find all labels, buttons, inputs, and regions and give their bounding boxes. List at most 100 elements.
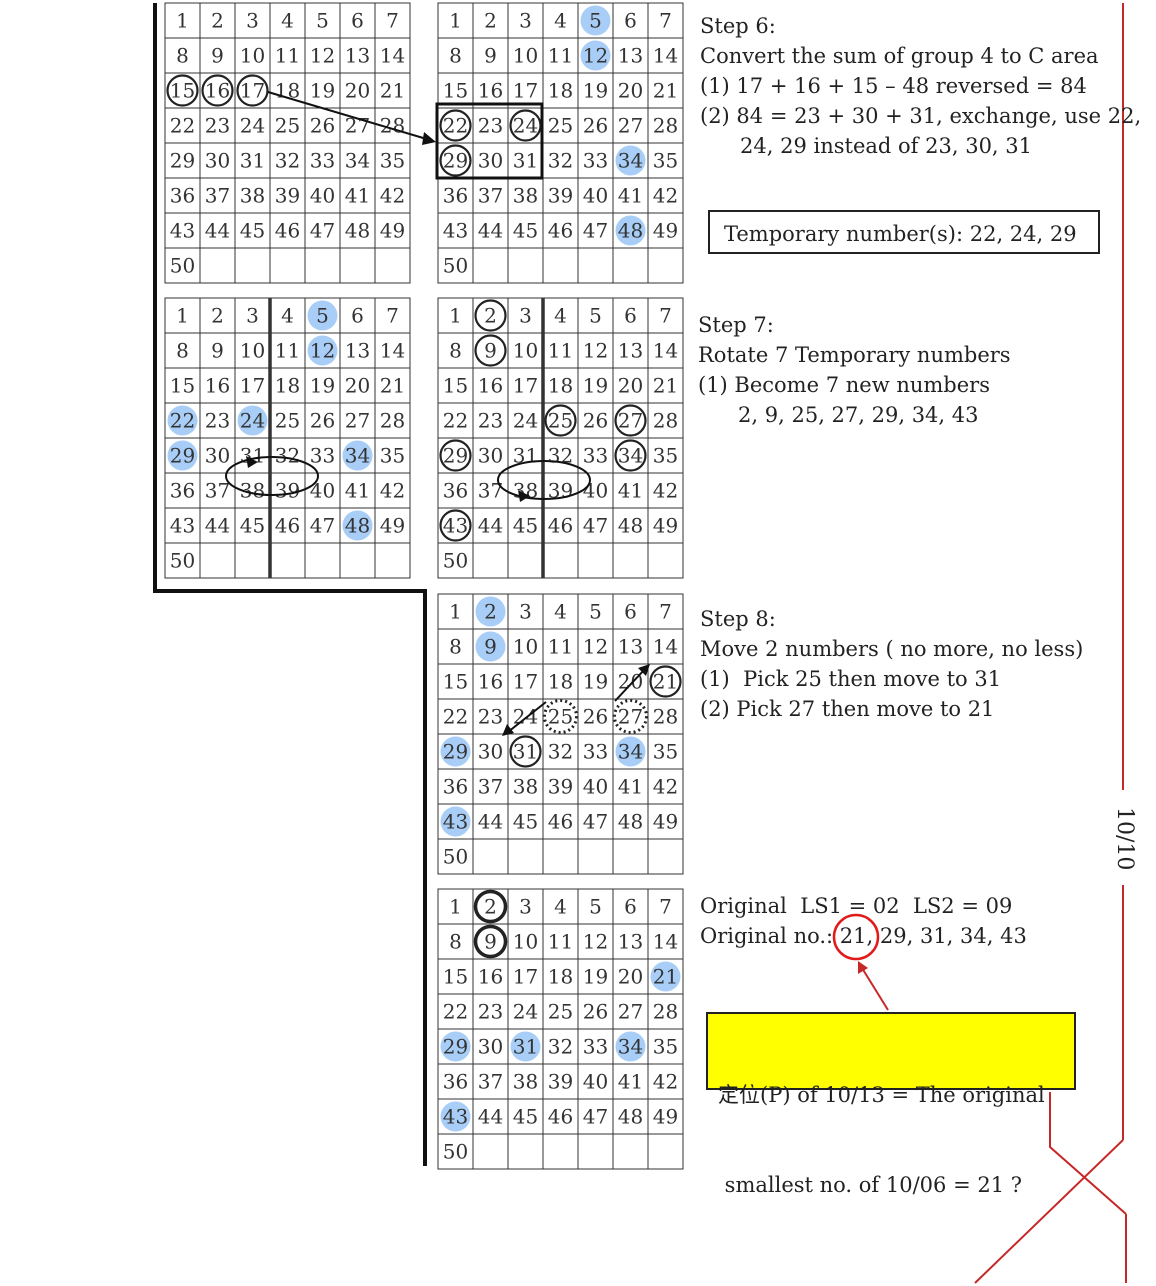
- dotted-circle-marker: [613, 699, 648, 734]
- grid-number: 47: [583, 514, 608, 538]
- filled-marker: [580, 40, 611, 71]
- grid-number: 28: [380, 409, 405, 433]
- step7-line-1: Rotate 7 Temporary numbers: [698, 343, 1011, 367]
- grid-number: 18: [275, 374, 300, 398]
- grid-number: 29: [443, 149, 468, 173]
- grid-number: 29: [170, 149, 195, 173]
- grid-number: 34: [618, 149, 643, 173]
- grid-number: 45: [240, 514, 265, 538]
- grid-number: 34: [345, 149, 370, 173]
- grid-number: 28: [653, 1000, 678, 1024]
- grid-number: 19: [310, 374, 335, 398]
- grid-number: 45: [240, 219, 265, 243]
- note-box: 定位(P) of 10/13 = The original smallest n…: [706, 1012, 1076, 1197]
- grid-number: 43: [443, 1105, 468, 1129]
- filled-marker: [440, 1031, 471, 1062]
- grid-number: 31: [513, 1035, 538, 1059]
- grid-number: 11: [548, 44, 573, 68]
- grid-number: 48: [618, 810, 643, 834]
- grid-number: 18: [548, 374, 573, 398]
- grid-number: 10: [240, 44, 265, 68]
- circle-marker: [201, 74, 234, 107]
- grid-number: 14: [380, 44, 405, 68]
- grid-number: 48: [345, 219, 370, 243]
- circle-marker: [544, 404, 577, 437]
- grid-number: 44: [205, 219, 230, 243]
- grid-number: 25: [548, 705, 573, 729]
- grid-number: 28: [653, 114, 678, 138]
- filled-marker: [167, 440, 198, 471]
- grid-number: 3: [246, 9, 259, 33]
- grid-number: 12: [583, 44, 608, 68]
- grid-number: 47: [310, 219, 335, 243]
- grid-number: 13: [618, 930, 643, 954]
- grid-number: 15: [170, 79, 195, 103]
- filled-marker: [307, 300, 338, 331]
- grid-number: 7: [659, 304, 672, 328]
- grid-number: 3: [246, 304, 259, 328]
- grid-number: 12: [310, 44, 335, 68]
- grid-number: 49: [380, 219, 405, 243]
- grid-number: 19: [310, 79, 335, 103]
- grid-number: 42: [380, 479, 405, 503]
- step6-line-1: Convert the sum of group 4 to C area: [700, 44, 1099, 68]
- grid-number: 48: [345, 514, 370, 538]
- filled-marker: [307, 335, 338, 366]
- grid-number: 33: [583, 1035, 608, 1059]
- grid-number: 22: [443, 1000, 468, 1024]
- grid-number: 17: [513, 374, 538, 398]
- grid-number: 15: [443, 79, 468, 103]
- grid-number: 19: [583, 79, 608, 103]
- grid-number: 1: [449, 600, 462, 624]
- grid-number: 28: [653, 705, 678, 729]
- grid-number: 35: [653, 444, 678, 468]
- grid-number: 36: [443, 479, 468, 503]
- grid-number: 16: [478, 374, 503, 398]
- grid-number: 42: [653, 184, 678, 208]
- grid-number: 25: [548, 114, 573, 138]
- grid-number: 21: [380, 374, 405, 398]
- grid-number: 35: [380, 444, 405, 468]
- circle-marker: [439, 439, 472, 472]
- grid-number: 8: [176, 44, 189, 68]
- grid-number: 12: [583, 339, 608, 363]
- grid-number: 26: [583, 409, 608, 433]
- circle-marker: [509, 735, 542, 768]
- filled-marker: [615, 1031, 646, 1062]
- grid-number: 16: [478, 79, 503, 103]
- grid-number: 41: [618, 1070, 643, 1094]
- grid-number: 43: [443, 514, 468, 538]
- circle-marker: [649, 665, 682, 698]
- grid-number: 15: [443, 374, 468, 398]
- grid-number: 11: [275, 339, 300, 363]
- grid-number: 1: [176, 9, 189, 33]
- grid-number: 23: [478, 114, 503, 138]
- grid-number: 10: [240, 339, 265, 363]
- grid-number: 36: [170, 184, 195, 208]
- grid-number: 20: [618, 670, 643, 694]
- grid-number: 7: [659, 895, 672, 919]
- grid-number: 27: [618, 114, 643, 138]
- grid-number: 34: [345, 444, 370, 468]
- grid-number: 30: [478, 740, 503, 764]
- red-border-lines: [832, 3, 1127, 1284]
- grid-number: 14: [380, 339, 405, 363]
- circle-marker: [474, 299, 507, 332]
- grid-number: 29: [443, 1035, 468, 1059]
- grid-number: 34: [618, 740, 643, 764]
- original-numbers-line: Original no.: 21, 29, 31, 34, 43: [700, 921, 1027, 951]
- grid-number: 5: [589, 600, 602, 624]
- grid-number: 44: [478, 810, 503, 834]
- grid-number: 33: [310, 149, 335, 173]
- grid-number: 29: [443, 444, 468, 468]
- filled-marker: [342, 440, 373, 471]
- step7-line-2: (1) Become 7 new numbers: [698, 373, 990, 397]
- grid-number: 40: [310, 479, 335, 503]
- grid-number: 8: [449, 930, 462, 954]
- filled-marker: [615, 145, 646, 176]
- grid-number: 5: [589, 895, 602, 919]
- grid-number: 23: [205, 409, 230, 433]
- grid-number: 17: [513, 79, 538, 103]
- grid-number: 22: [170, 409, 195, 433]
